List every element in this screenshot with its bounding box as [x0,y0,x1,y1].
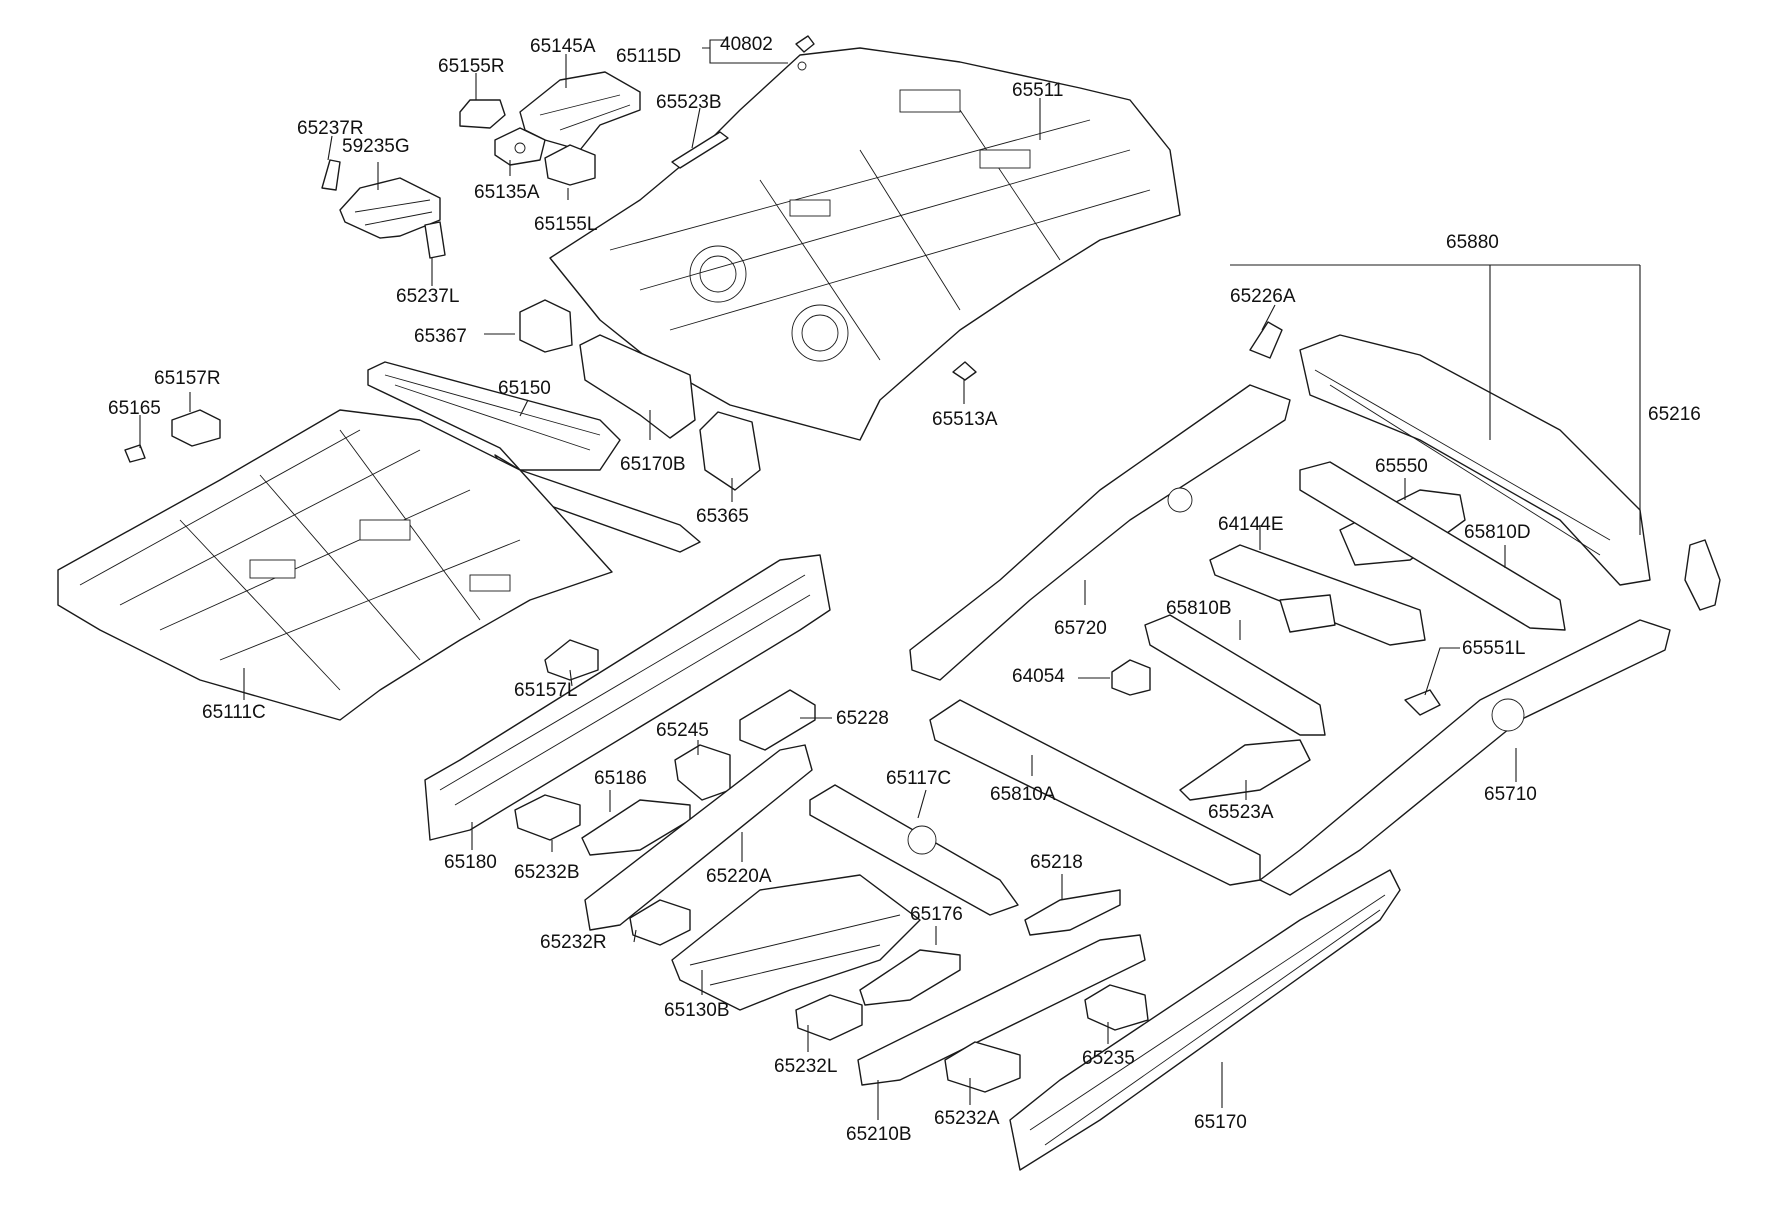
label-65710: 65710 [1484,784,1537,805]
bracket-65228 [739,689,816,751]
bracket-65523A [1179,739,1311,801]
label-65810D: 65810D [1464,522,1531,543]
label-65523B: 65523B [656,92,722,113]
label-65237R: 65237R [297,118,364,139]
bracket-65367 [519,299,573,353]
label-65117C: 65117C [886,768,951,789]
label-65232L: 65232L [774,1056,837,1077]
bracket-65176 [859,949,961,1006]
label-65155L: 65155L [534,214,597,235]
label-65180: 65180 [444,852,497,873]
crossmember-65150 [367,361,701,553]
bracket-65135A [494,127,546,166]
front-floor-panel-65111C [57,409,613,721]
side-sill-65170 [1009,869,1401,1171]
label-65170B: 65170B [620,454,686,475]
label-65155R: 65155R [438,56,505,77]
label-65232R: 65232R [540,932,607,953]
bracket-65235 [1084,984,1149,1031]
label-65551L: 65551L [1462,638,1525,659]
label-65367: 65367 [414,326,467,347]
label-65513A: 65513A [932,409,998,430]
label-65176: 65176 [910,904,963,925]
rear-crossmember-65880 [1299,334,1651,586]
panel-65130B [671,874,921,1011]
side-member-65710 [1259,619,1671,896]
bracket-65551L [1404,689,1441,716]
label-65511: 65511 [1012,80,1063,101]
crossmember-64144E [1209,544,1426,646]
bracket-65216 [1684,539,1721,611]
bracket-65245 [674,744,731,801]
label-64054: 64054 [1012,666,1065,687]
label-65523A: 65523A [1208,802,1274,823]
bracket-65232B [514,794,581,841]
side-sill-65180 [424,554,831,841]
part-labels: 65145A 65115D 40802 65155R 65523B 65511 … [108,34,1701,1145]
label-65880: 65880 [1446,232,1499,253]
label-65115D: 65115D [616,46,681,67]
crossmember-65117C [809,784,1019,916]
bracket-65237L [424,221,446,259]
bracket-65523B [671,131,729,169]
label-65218: 65218 [1030,852,1083,873]
rail-65220A [584,744,813,931]
member-65810D [1299,461,1566,631]
bracket-65155R [459,99,506,129]
label-65111C: 65111C [202,702,266,723]
label-59235G: 59235G [342,136,410,157]
label-65130B: 65130B [664,1000,730,1021]
bracket-65157L [544,639,599,681]
bracket-65170B [579,334,696,439]
label-65135A: 65135A [474,182,540,203]
label-65220A: 65220A [706,866,772,887]
bracket-65218 [1024,889,1121,936]
label-65165: 65165 [108,398,161,419]
bracket-64054 [1111,659,1151,696]
bracket-65232A [944,1041,1021,1093]
bracket-65232L [795,994,863,1041]
label-65365: 65365 [696,506,749,527]
label-65550: 65550 [1375,456,1428,477]
clip-40802 [795,35,815,71]
label-65210B: 65210B [846,1124,912,1145]
label-65170: 65170 [1194,1112,1247,1133]
label-65232B: 65232B [514,862,580,883]
clip-65165 [124,444,146,463]
label-65237L: 65237L [396,286,459,307]
bracket-65232R [629,899,691,946]
label-65226A: 65226A [1230,286,1296,307]
label-65216: 65216 [1648,404,1701,425]
label-40802: 40802 [720,34,773,55]
bracket-65155L [544,144,596,186]
panel-59235G [339,177,441,239]
bracket-65237R [321,159,341,191]
side-member-65720 [909,384,1291,681]
label-65810B: 65810B [1166,598,1232,619]
label-65186: 65186 [594,768,647,789]
label-65235: 65235 [1082,1048,1135,1069]
rail-65210B [857,934,1146,1086]
label-65157L: 65157L [514,680,577,701]
label-65232A: 65232A [934,1108,1000,1129]
bracket-65226A [1249,321,1283,359]
label-65150: 65150 [498,378,551,399]
label-64144E: 64144E [1218,514,1284,535]
label-65157R: 65157R [154,368,221,389]
label-65720: 65720 [1054,618,1107,639]
leader-lines [139,39,1641,1120]
label-65245: 65245 [656,720,709,741]
label-65228: 65228 [836,708,889,729]
bracket-65157R [171,409,221,447]
label-65810A: 65810A [990,784,1056,805]
bracket-65365 [699,411,761,491]
bracket-65513A [952,361,977,381]
member-65810B [1144,614,1326,736]
label-65145A: 65145A [530,36,596,57]
